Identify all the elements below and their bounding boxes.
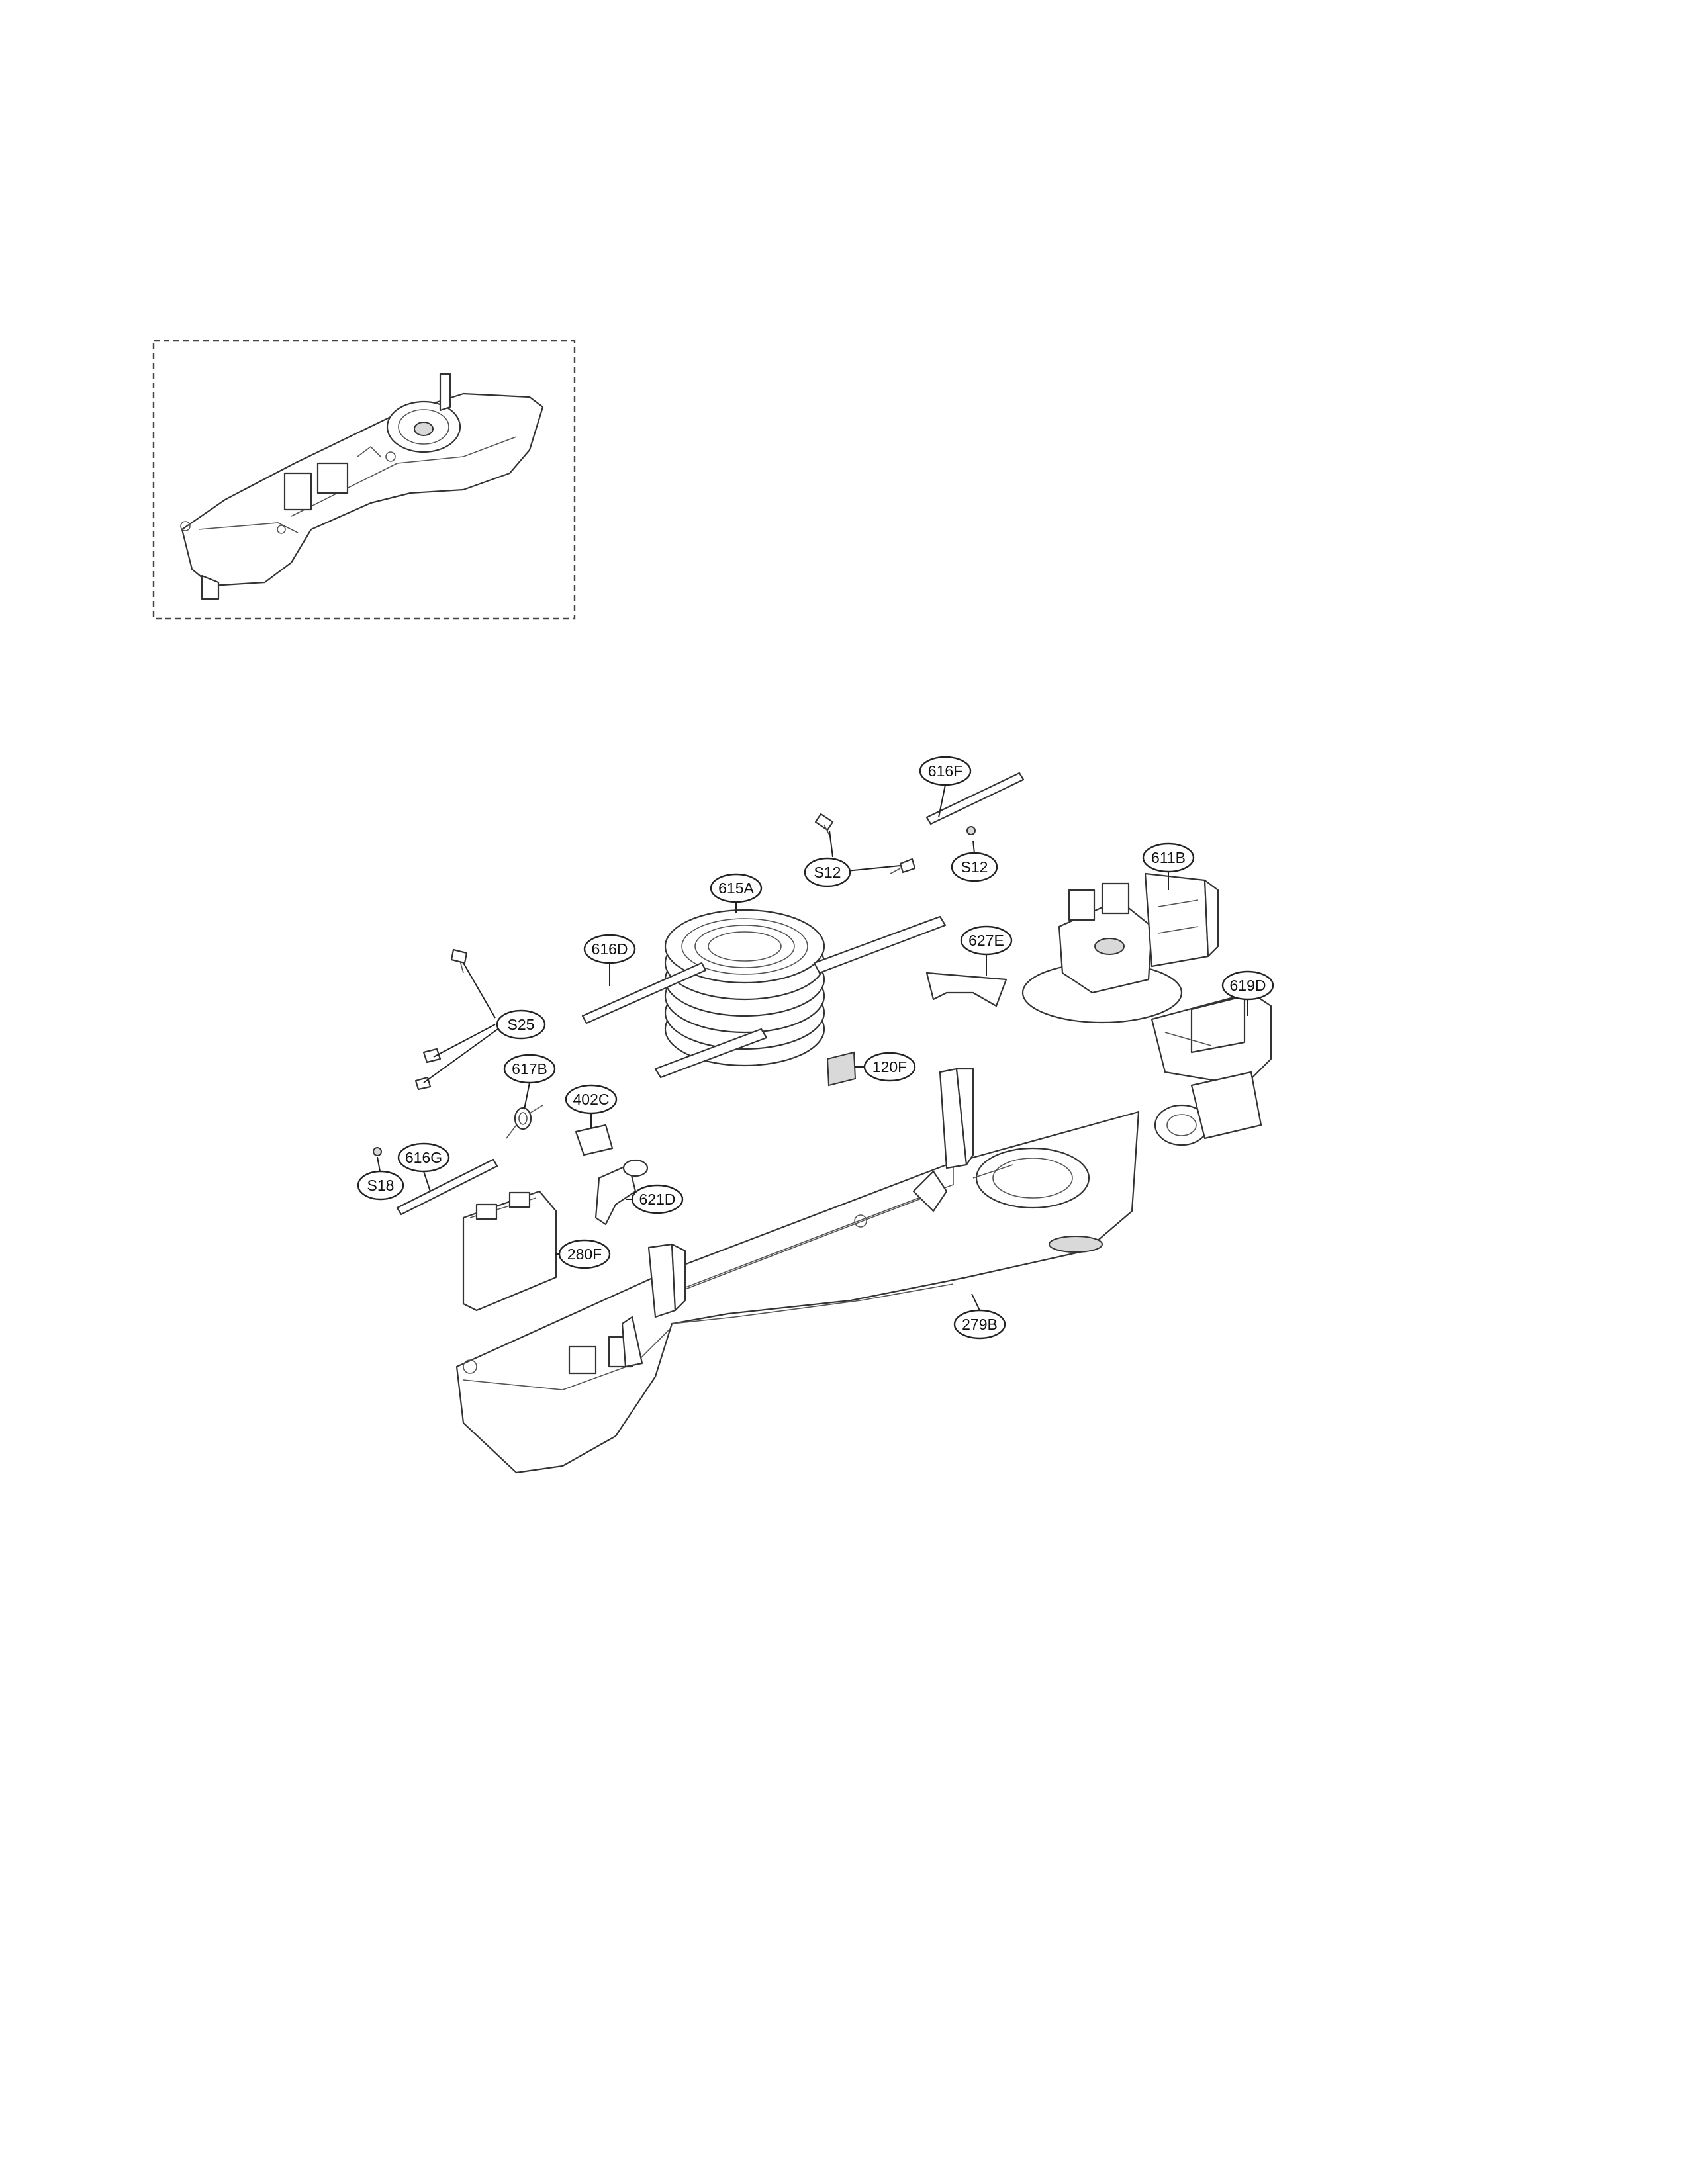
callout-label-616F: 616F [928,762,962,780]
callout-label-621D: 621D [639,1191,676,1208]
callout-label-616D: 616D [592,940,628,958]
callout-label-402C: 402C [573,1091,610,1108]
rod-616D-drawing [581,962,707,1024]
valve-619D-drawing [1150,991,1272,1146]
callout-label-S12: S12 [814,864,841,881]
housing-279B-drawing [455,1068,1140,1474]
callout-S18: S18 [357,1170,404,1201]
screw-S25-top-drawing [450,948,468,974]
callout-617B: 617B [503,1054,556,1084]
callout-label-S18: S18 [367,1177,395,1194]
callout-616G: 616G [397,1142,450,1173]
switch-402C-drawing [575,1124,614,1156]
callout-279B: 279B [953,1309,1006,1340]
callout-label-619D: 619D [1230,977,1266,994]
callout-label-S25: S25 [508,1016,535,1033]
assembly-inset [152,340,576,620]
callout-label-280F: 280F [567,1246,602,1263]
callout-280F: 280F [558,1239,611,1269]
inset-dashed-frame [152,340,576,620]
callout-label-S12-right: S12 [961,858,988,876]
callout-619D: 619D [1221,970,1274,1001]
callout-611B: 611B [1142,842,1195,873]
callout-S25: S25 [496,1009,546,1040]
leader-lines [377,784,1248,1311]
screw-S18-drawing [373,1147,382,1156]
screw-S12-small-drawing [966,826,976,835]
callout-label-611B: 611B [1151,849,1186,866]
rod-616G-drawing [396,1158,498,1216]
callout-label-615A: 615A [718,880,754,897]
callout-label-279B: 279B [962,1316,998,1333]
callout-615A: 615A [710,873,763,903]
pump-611B-drawing [1021,872,1219,1024]
callout-120F: 120F [863,1052,916,1082]
callout-label-616G: 616G [405,1149,442,1166]
callout-627E: 627E [960,925,1013,956]
callout-616D: 616D [583,934,636,964]
callout-label-627E: 627E [968,932,1004,949]
assembled-housing-drawing [180,373,544,600]
callout-621D: 621D [631,1184,684,1214]
fitting-621D-drawing [594,1159,649,1226]
callout-label-120F: 120F [872,1058,907,1075]
rod-616F-drawing [925,772,1025,825]
screw-S12-lower-drawing [890,858,916,874]
callout-S12: S12 [804,857,851,887]
label-120F-drawing [826,1051,857,1087]
callout-label-617B: 617B [512,1060,547,1077]
spring-617B-drawing [506,1105,543,1139]
screw-S25-mid-drawing [422,1048,442,1064]
callout-S12-right: S12 [951,852,998,882]
callout-616F: 616F [919,756,972,786]
bracket-627E-drawing [925,972,1008,1007]
cover-280F-drawing [462,1190,557,1312]
coil-615A-drawing [654,909,947,1079]
callout-402C: 402C [565,1084,618,1115]
